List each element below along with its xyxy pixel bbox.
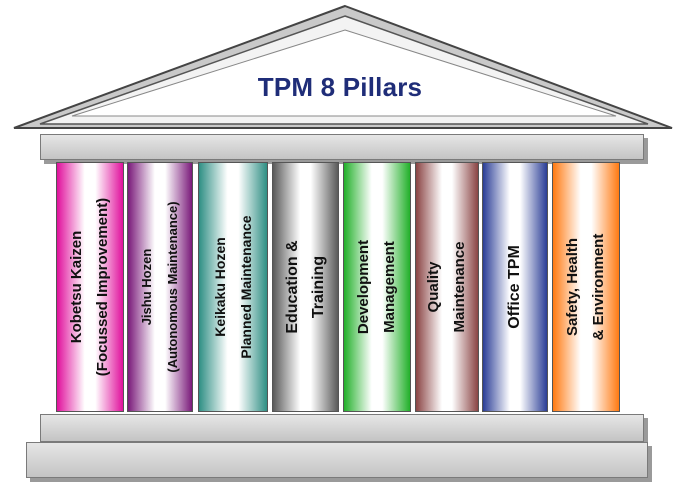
pillar-label-line2: (Focussed Improvement) — [94, 197, 111, 377]
pillar-label: Office TPM — [502, 167, 528, 407]
base-step-lower — [26, 442, 648, 478]
pillar-label: Safety, Health & Environment — [560, 167, 612, 407]
pillar-label-line1: Kobetsu Kaizen — [68, 230, 85, 344]
roof-tympanum — [71, 29, 617, 117]
diagram-title: TPM 8 Pillars — [257, 72, 423, 102]
pillar-label: Jishu Hozen (Autonomous Maintenance) — [134, 167, 186, 407]
pillar-label-line1: Education & — [283, 240, 301, 334]
pillar-1: Kobetsu Kaizen (Focussed Improvement) — [56, 162, 124, 412]
pillar-7: Office TPM — [482, 162, 548, 412]
pillar-8: Safety, Health & Environment — [552, 162, 620, 412]
pillar-4: Education & Training — [272, 162, 339, 412]
pillar-label-line2: Management — [381, 241, 398, 333]
pillar-3: Keikaku Hozen Planned Maintenance — [198, 162, 268, 412]
pillar-2: Jishu Hozen (Autonomous Maintenance) — [127, 162, 193, 412]
pillar-label-line2: Planned Maintenance — [238, 215, 254, 359]
pillar-label: Quality Maintenance — [421, 167, 473, 407]
pillar-label-line1: Jishu Hozen — [139, 248, 154, 326]
pillar-label-line1: Office TPM — [506, 245, 523, 329]
pillar-label-line2: (Autonomous Maintenance) — [165, 201, 180, 373]
pillar-label: Education & Training — [280, 167, 332, 407]
pillar-label-line2: & Environment — [590, 233, 607, 341]
pillar-label-line1: Quality — [425, 261, 442, 313]
pillar-label: Development Management — [351, 167, 403, 407]
pillar-6: Quality Maintenance — [415, 162, 479, 412]
pillar-label-line1: Safety, Health — [564, 237, 581, 337]
pillar-label-line1: Keikaku Hozen — [212, 237, 228, 337]
top-lintel — [40, 134, 644, 160]
pillar-label: Keikaku Hozen Planned Maintenance — [207, 167, 259, 407]
pillar-label: Kobetsu Kaizen (Focussed Improvement) — [64, 167, 116, 407]
pillar-label-line2: Training — [309, 255, 327, 319]
pillar-5: Development Management — [343, 162, 411, 412]
pillar-label-line1: Development — [355, 239, 372, 335]
base-step-upper — [40, 414, 644, 442]
pillar-label-line2: Maintenance — [451, 241, 468, 333]
